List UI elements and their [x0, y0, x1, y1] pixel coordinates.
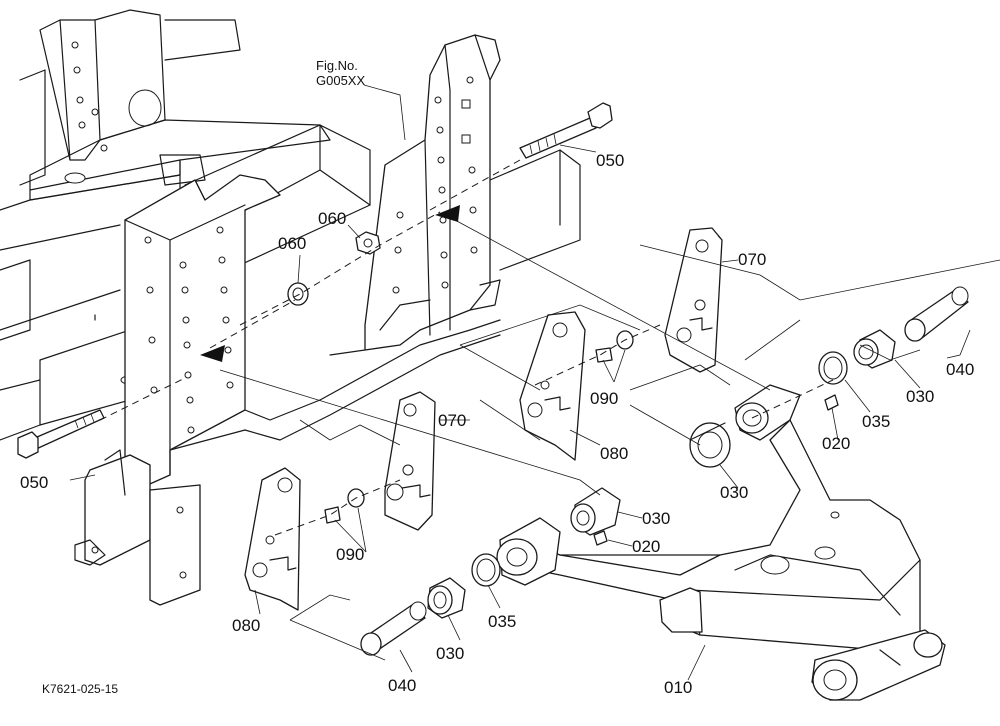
callout-030-upper-left: 030: [720, 483, 749, 502]
callout-040-lower: 040: [388, 676, 417, 695]
lower-bolt: [17, 409, 105, 459]
callout-070-upper: 070: [738, 250, 767, 269]
callout-050-lower: 050: [20, 473, 49, 492]
nut-upper: [355, 231, 381, 255]
figure-reference: Fig.No. G005XX: [316, 58, 365, 88]
callout-030-front: 030: [642, 509, 671, 528]
a-arm: [496, 384, 946, 701]
washer-035-lower: [471, 553, 501, 587]
callout-035-lower: 035: [488, 612, 517, 631]
callout-080-lower: 080: [232, 616, 261, 635]
plate-070-upper: [664, 227, 723, 373]
left-foot-plate: [74, 449, 201, 606]
callout-080-upper: 080: [600, 444, 629, 463]
plate-080-lower: [244, 467, 301, 611]
right-mounting-bracket: [329, 34, 581, 356]
callout-060-upper: 060: [318, 209, 347, 228]
washer-035-upper: [818, 351, 848, 385]
callout-040-upper: 040: [946, 360, 975, 379]
sleeve-040-upper: [904, 286, 969, 342]
callout-090-upper: 090: [590, 389, 619, 408]
callout-020-upper: 020: [822, 434, 851, 453]
callout-035-upper: 035: [862, 412, 891, 431]
plate-080-upper: [519, 311, 586, 461]
grease-020-upper: [824, 394, 839, 411]
callout-050-upper: 050: [596, 151, 625, 170]
grease-020-lower: [593, 530, 608, 546]
left-mounting-bracket: [124, 174, 501, 496]
callout-060-lower: 060: [278, 234, 307, 253]
callout-leaders: [69, 84, 971, 681]
bushing-030-upper-left: [689, 422, 731, 468]
callout-030-upper-right: 030: [906, 387, 935, 406]
bushing-030-lower: [427, 577, 466, 619]
sleeve-040-lower: [360, 601, 427, 656]
callout-020-lower: 020: [632, 537, 661, 556]
figure-reference-line2: G005XX: [316, 73, 366, 88]
upper-bolt: [519, 102, 613, 159]
callout-090-lower: 090: [336, 545, 365, 564]
callout-030-lower: 030: [436, 644, 465, 663]
assembly-lines: [99, 159, 1000, 661]
figure-reference-line1: Fig.No.: [316, 58, 358, 73]
callout-010: 010: [664, 678, 693, 697]
bushing-030-upper-right: [853, 329, 896, 369]
plate-070-lower: [384, 391, 436, 531]
drawing-code: K7621-025-15: [42, 682, 119, 696]
bushing-030-front-upper: [570, 487, 621, 536]
callout-070-lower: 070: [438, 411, 467, 430]
nut-lower: [287, 282, 309, 306]
